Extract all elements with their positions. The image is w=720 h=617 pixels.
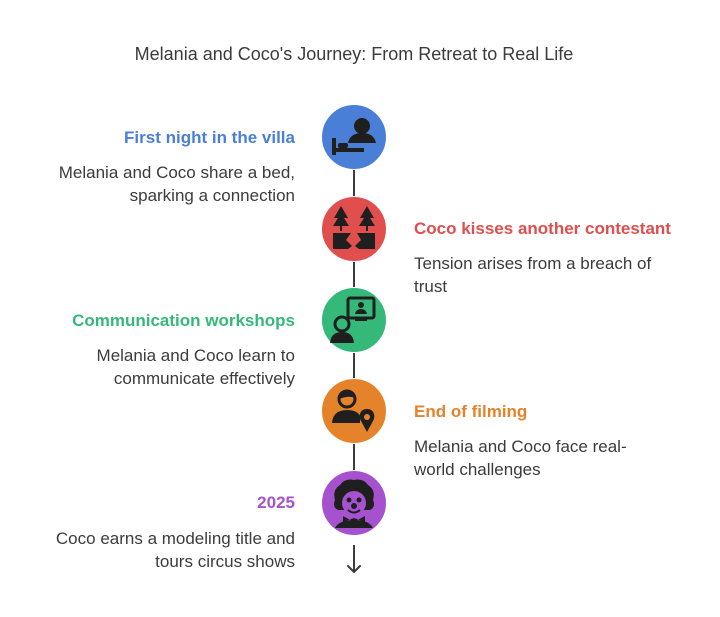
event-heading: Coco kisses another contestant (414, 219, 671, 238)
event-description-line: sparking a connection (129, 186, 295, 205)
timeline-node-5 (321, 470, 387, 536)
event-description-line: world challenges (414, 460, 541, 479)
event-description-line: Coco earns a modeling title and (55, 529, 295, 548)
timeline-connector (353, 444, 355, 470)
event-heading: End of filming (414, 402, 528, 421)
event-description: Tension arises from a breach of trust (414, 252, 704, 298)
event-description-line: Tension arises from a breach of (414, 254, 652, 273)
event-heading: 2025 (257, 493, 295, 512)
person-location-icon (321, 378, 387, 444)
broken-ground-trees-icon (321, 196, 387, 262)
timeline-connector (353, 262, 355, 288)
diagram-title: Melania and Coco's Journey: From Retreat… (134, 44, 574, 64)
event-description: Melania and Coco face real- world challe… (414, 435, 704, 481)
timeline-arrow (347, 545, 361, 573)
timeline-node-2 (321, 196, 387, 262)
clown-face-icon (321, 470, 387, 536)
event-description-line: Melania and Coco face real- (414, 437, 627, 456)
event-heading: First night in the villa (124, 128, 295, 147)
event-description-line: tours circus shows (155, 552, 295, 571)
timeline-node-3 (321, 287, 387, 353)
event-description-line: communicate effectively (113, 369, 295, 388)
event-heading: Communication workshops (72, 311, 295, 330)
event-description-line: Melania and Coco learn to (96, 346, 295, 365)
event-description-line: trust (414, 277, 448, 296)
event-description: Melania and Coco share a bed, sparking a… (5, 161, 295, 207)
timeline-node-1 (321, 104, 387, 170)
event-description: Coco earns a modeling title and tours ci… (5, 527, 295, 573)
bed-person-icon (321, 104, 387, 170)
timeline-connector (353, 353, 355, 379)
timeline-node-4 (321, 378, 387, 444)
event-description-line: Melania and Coco share a bed, (58, 163, 295, 182)
timeline-connector (353, 170, 355, 197)
presentation-person-icon (321, 287, 387, 353)
event-description: Melania and Coco learn to communicate ef… (5, 344, 295, 390)
